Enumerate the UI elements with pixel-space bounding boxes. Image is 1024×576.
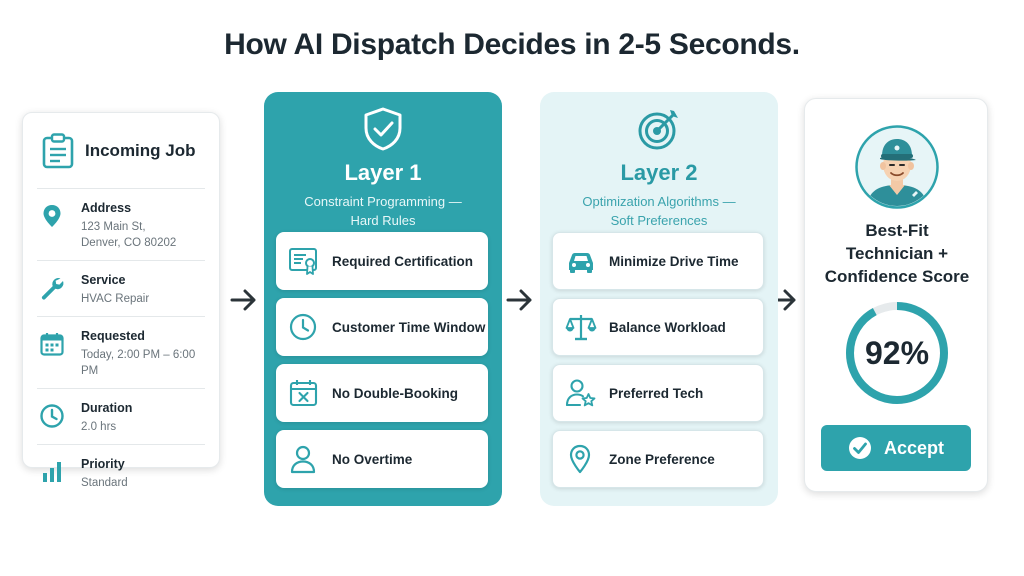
pref-preferred-tech: Preferred Tech xyxy=(552,364,764,422)
job-field-value: Today, 2:00 PM – 6:00 PM xyxy=(81,349,196,377)
clock-icon xyxy=(289,313,317,341)
job-field-label: Requested xyxy=(81,329,145,343)
job-field-label: Duration xyxy=(81,401,133,415)
wrench-icon xyxy=(41,278,64,300)
check-circle-icon xyxy=(848,437,871,459)
rule-customer-time-window: Customer Time Window xyxy=(276,298,488,356)
job-field-address: Address 123 Main St,Denver, CO 80202 xyxy=(37,189,205,261)
rule-label: Required Certification xyxy=(332,253,474,269)
arrow-right-icon xyxy=(230,289,256,311)
rule-label: No Double-Booking xyxy=(332,385,458,401)
job-field-value: Standard xyxy=(81,477,128,489)
scale-icon xyxy=(565,315,597,341)
accept-label: Accept xyxy=(883,437,945,458)
bar-chart-icon xyxy=(43,462,61,482)
map-pin-icon xyxy=(43,205,61,227)
job-field-label: Address xyxy=(81,201,132,215)
map-pin-icon xyxy=(569,444,591,474)
job-field-value: 123 Main St,Denver, CO 80202 xyxy=(81,221,177,249)
pref-label: Zone Preference xyxy=(609,451,715,467)
layer-2-subtitle: Optimization Algorithms —Soft Preference… xyxy=(582,194,736,228)
confidence-gauge-arc xyxy=(846,302,948,404)
calendar-x-icon xyxy=(289,380,318,407)
job-field-value: 2.0 hrs xyxy=(81,421,117,433)
pref-label: Balance Workload xyxy=(609,319,726,335)
accept-button[interactable]: Accept xyxy=(821,425,971,471)
person-star-icon xyxy=(565,379,596,407)
job-field-label: Service xyxy=(81,273,126,287)
layer-1-panel: Layer 1 Constraint Programming —Hard Rul… xyxy=(264,92,502,506)
layer-1-subtitle: Constraint Programming —Hard Rules xyxy=(304,194,462,228)
person-icon xyxy=(290,445,316,474)
car-icon xyxy=(569,253,593,273)
certificate-icon xyxy=(289,248,317,275)
rule-label: Customer Time Window xyxy=(332,319,486,335)
shield-check-icon xyxy=(364,107,402,151)
job-header: Incoming Job xyxy=(37,113,205,189)
clock-icon xyxy=(40,404,64,428)
layer-2-title: Layer 2 xyxy=(620,160,698,185)
rule-required-certification: Required Certification xyxy=(276,232,488,290)
pref-balance-workload: Balance Workload xyxy=(552,298,764,356)
incoming-job-card: Incoming Job Address 123 Main St,Denver,… xyxy=(22,112,220,489)
target-icon xyxy=(638,110,678,150)
pref-label: Minimize Drive Time xyxy=(609,253,739,269)
arrow-right-icon xyxy=(506,289,532,311)
job-field-service: Service HVAC Repair xyxy=(37,261,205,317)
rule-label: No Overtime xyxy=(332,451,413,467)
job-field-value: HVAC Repair xyxy=(81,293,150,305)
job-field-duration: Duration 2.0 hrs xyxy=(37,389,205,445)
job-field-label: Priority xyxy=(81,457,125,471)
calendar-icon xyxy=(40,333,64,356)
rule-no-overtime: No Overtime xyxy=(276,430,488,488)
page-title: How AI Dispatch Decides in 2-5 Seconds. xyxy=(224,28,800,61)
confidence-score: 92% xyxy=(865,335,929,371)
job-field-priority: Priority Standard xyxy=(37,445,205,500)
layer-1-title: Layer 1 xyxy=(344,160,422,185)
confidence-gauge: 92% xyxy=(846,302,948,404)
clipboard-icon xyxy=(42,132,74,168)
job-heading: Incoming Job xyxy=(85,140,196,160)
technician-avatar-icon xyxy=(855,125,939,209)
job-field-requested: Requested Today, 2:00 PM – 6:00 PM xyxy=(37,317,205,389)
pref-label: Preferred Tech xyxy=(609,385,704,401)
pref-zone-preference: Zone Preference xyxy=(552,430,764,488)
rule-no-double-booking: No Double-Booking xyxy=(276,364,488,422)
pref-minimize-drive-time: Minimize Drive Time xyxy=(552,232,764,290)
layer-2-panel: Layer 2 Optimization Algorithms —Soft Pr… xyxy=(540,92,778,506)
